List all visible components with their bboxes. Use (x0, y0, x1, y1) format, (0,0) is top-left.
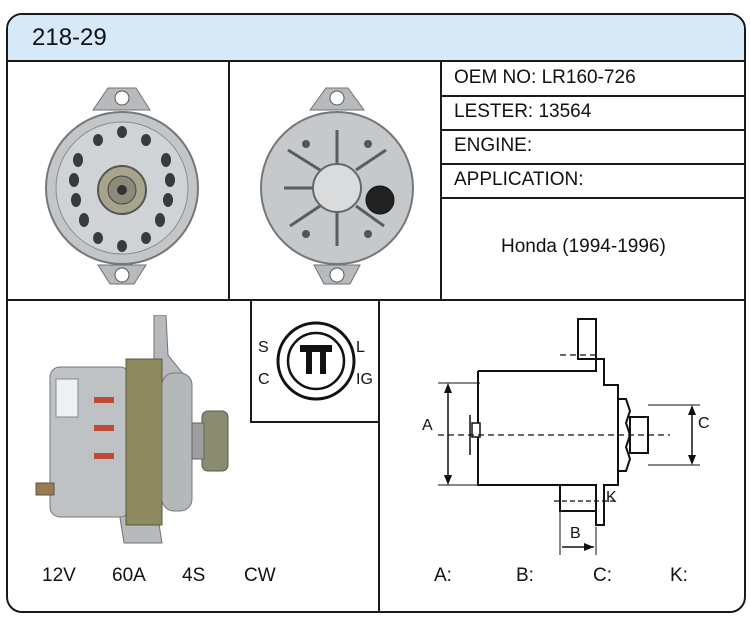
divider (228, 60, 230, 300)
alternator-front-image (45, 87, 199, 285)
product-card: 218-29 OEM NO: LR160-726 LESTER: 13564 E… (6, 13, 746, 613)
lester-number: LESTER: 13564 (454, 101, 592, 122)
header-bar: 218-29 (8, 15, 744, 62)
oem-number: OEM NO: LR160-726 (454, 67, 636, 88)
connector-diagram (276, 321, 356, 401)
divider (440, 95, 744, 97)
part-number: 218-29 (32, 24, 107, 51)
divider (8, 299, 744, 301)
pin-c-label: C (258, 371, 270, 388)
dim-c-mark: C (698, 415, 710, 432)
voltage-value: 12V (42, 565, 76, 586)
application-value: Honda (1994-1996) (501, 236, 666, 257)
divider (440, 197, 744, 199)
grooves-value: 4S (182, 565, 206, 586)
dim-b-label: B: (516, 565, 534, 586)
application-label: APPLICATION: (454, 169, 584, 190)
pin-s-label: S (258, 339, 269, 356)
divider (440, 163, 744, 165)
engine-label: ENGINE: (454, 135, 533, 156)
dim-k-label: K: (670, 565, 688, 586)
pin-ig-label: IG (356, 371, 373, 388)
amperage-value: 60A (112, 565, 146, 586)
alternator-rear-image (260, 87, 414, 285)
divider (378, 299, 380, 611)
rotation-value: CW (244, 565, 276, 586)
dim-k-mark: K (606, 489, 617, 506)
divider (440, 129, 744, 131)
divider (440, 60, 442, 300)
dim-a-mark: A (422, 417, 433, 434)
dim-c-label: C: (593, 565, 612, 586)
dim-b-mark: B (570, 525, 581, 542)
divider (250, 421, 380, 423)
divider (250, 299, 252, 423)
dim-a-label: A: (434, 565, 452, 586)
alternator-side-image (35, 315, 229, 544)
pin-l-label: L (356, 339, 365, 356)
dimension-drawing (438, 318, 700, 555)
